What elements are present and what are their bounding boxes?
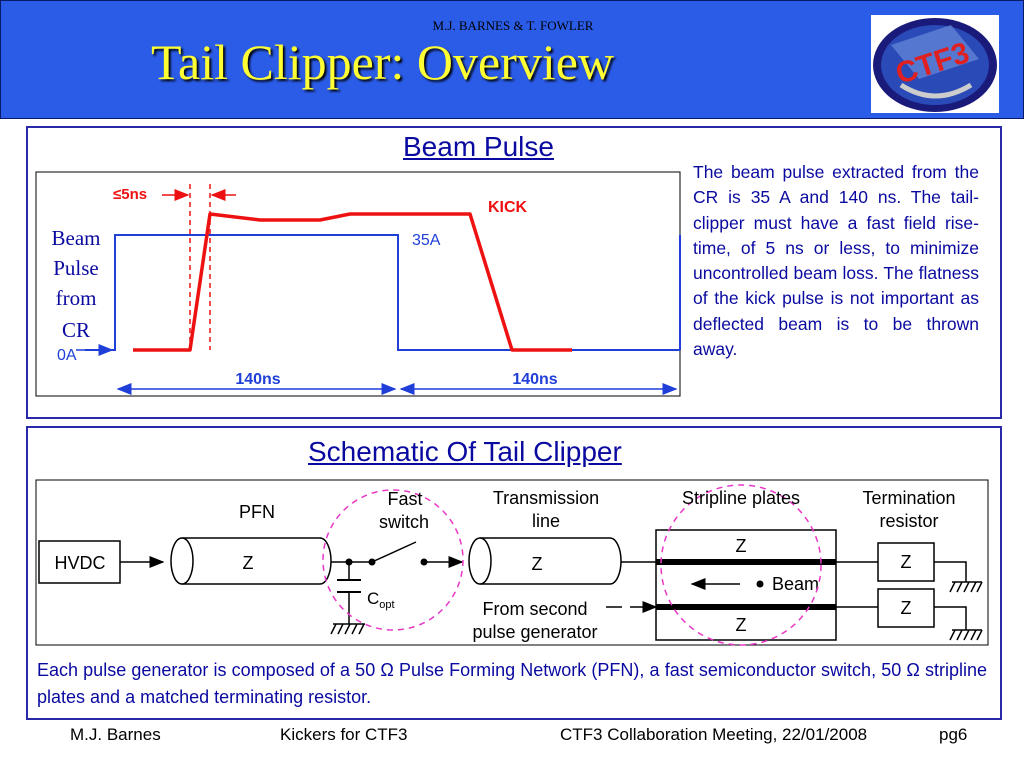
term-label-2: resistor — [879, 511, 938, 531]
pfn-z-label: Z — [243, 553, 254, 573]
width-label-2: 140ns — [512, 371, 557, 388]
schematic-frame — [35, 479, 989, 646]
header-bar: M.J. BARNES & T. FOWLER Tail Clipper: Ov… — [0, 0, 1024, 119]
fast-switch-label-2: switch — [379, 512, 429, 532]
tline-label-2: line — [532, 511, 560, 531]
y-label-line-4: CR — [62, 318, 90, 342]
kick-trace — [133, 212, 572, 352]
footer-topic: Kickers for CTF3 — [280, 725, 408, 744]
stripline-box — [655, 529, 837, 641]
tline-cylinder — [468, 537, 622, 585]
cap-ground-icon — [330, 623, 365, 635]
beam-pulse-panel — [26, 126, 1002, 419]
tline-label-1: Transmission — [493, 488, 599, 508]
authors-text: M.J. BARNES & T. FOWLER — [432, 18, 594, 33]
current-label: 35A — [412, 232, 441, 249]
term-label-1: Termination — [862, 488, 955, 508]
switch-blade — [371, 541, 417, 563]
y-label-line-3: from — [56, 286, 97, 310]
term-bottom-ground-wire — [934, 606, 967, 630]
kick-label: KICK — [488, 199, 528, 216]
beam-dot — [756, 580, 764, 588]
term-z-bottom: Z — [901, 598, 912, 618]
second-gen-label-2: pulse generator — [472, 622, 597, 642]
schematic-title: Schematic Of Tail Clipper — [308, 436, 622, 467]
y-label-line-2: Pulse — [53, 256, 99, 280]
strip-z-bottom: Z — [736, 615, 747, 635]
footer-meeting: CTF3 Collaboration Meeting, 22/01/2008 — [560, 725, 868, 744]
zero-current-label: 0A — [57, 347, 77, 364]
stripline-highlight — [660, 484, 822, 646]
fast-switch-label-1: Fast — [387, 489, 422, 509]
pfn-cylinder — [170, 537, 332, 585]
beam-pulse-title: Beam Pulse — [403, 131, 554, 162]
footer-author: M.J. Barnes — [70, 725, 161, 744]
term-bottom-ground-icon — [949, 629, 983, 641]
term-resistor-top — [877, 542, 935, 582]
hvdc-box — [38, 540, 121, 584]
beam-label: Beam — [772, 574, 819, 594]
hvdc-label: HVDC — [54, 553, 105, 573]
copt-label: Copt — [367, 589, 395, 611]
strip-z-top: Z — [736, 536, 747, 556]
pfn-label: PFN — [239, 502, 275, 522]
y-label-line-1: Beam — [52, 226, 101, 250]
term-top-ground-wire — [934, 561, 967, 582]
second-gen-label-1: From second — [482, 599, 587, 619]
term-z-top: Z — [901, 552, 912, 572]
tline-z-label: Z — [532, 554, 543, 574]
fast-switch-highlight — [322, 489, 464, 631]
slide-title: Tail Clipper: Overview — [151, 34, 615, 90]
rise-time-label: ≤5ns — [113, 186, 147, 203]
footer-page: pg6 — [939, 725, 968, 744]
term-top-ground-icon — [949, 581, 983, 593]
schematic-description: Each pulse generator is composed of a 50… — [37, 660, 987, 707]
beam-pulse-description: The beam pulse extracted from the CR is … — [693, 162, 979, 360]
stripline-label: Stripline plates — [682, 488, 800, 508]
stripline-plate-top — [656, 559, 836, 565]
ctf3-logo: CTF3 — [871, 15, 999, 113]
width-label-1: 140ns — [235, 371, 280, 388]
stripline-plate-bottom — [656, 604, 836, 610]
term-resistor-bottom — [877, 588, 935, 628]
